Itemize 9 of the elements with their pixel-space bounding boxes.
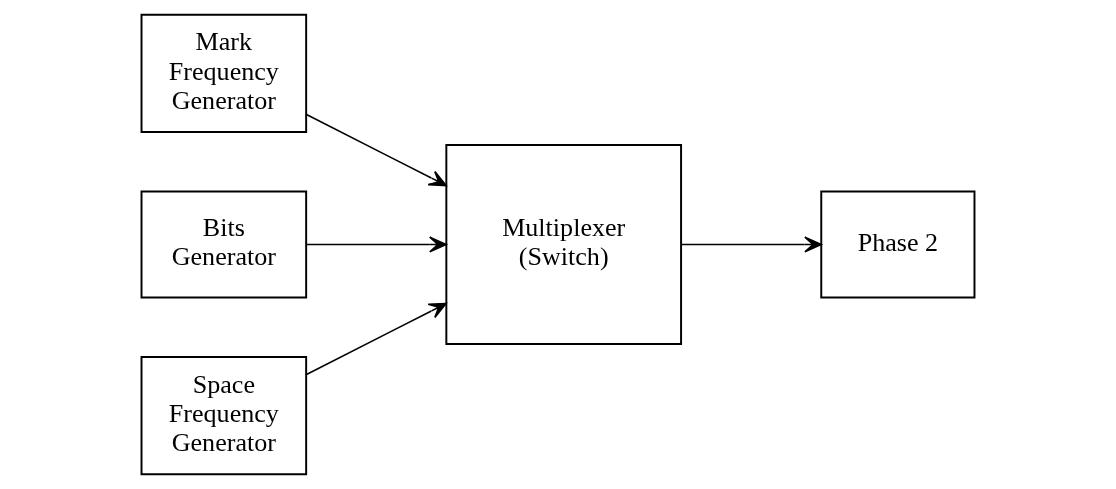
node-box: Multiplexer (Switch) [445,144,683,345]
node-box: Bits Generator [140,190,308,299]
arrow [305,236,447,253]
arrow [680,236,822,253]
node-box: Space Frequency Generator [140,356,308,476]
node-box: Mark Frequency Generator [140,13,308,133]
node-box: Phase 2 [820,190,976,299]
arrow [305,302,447,376]
arrow [305,113,447,187]
